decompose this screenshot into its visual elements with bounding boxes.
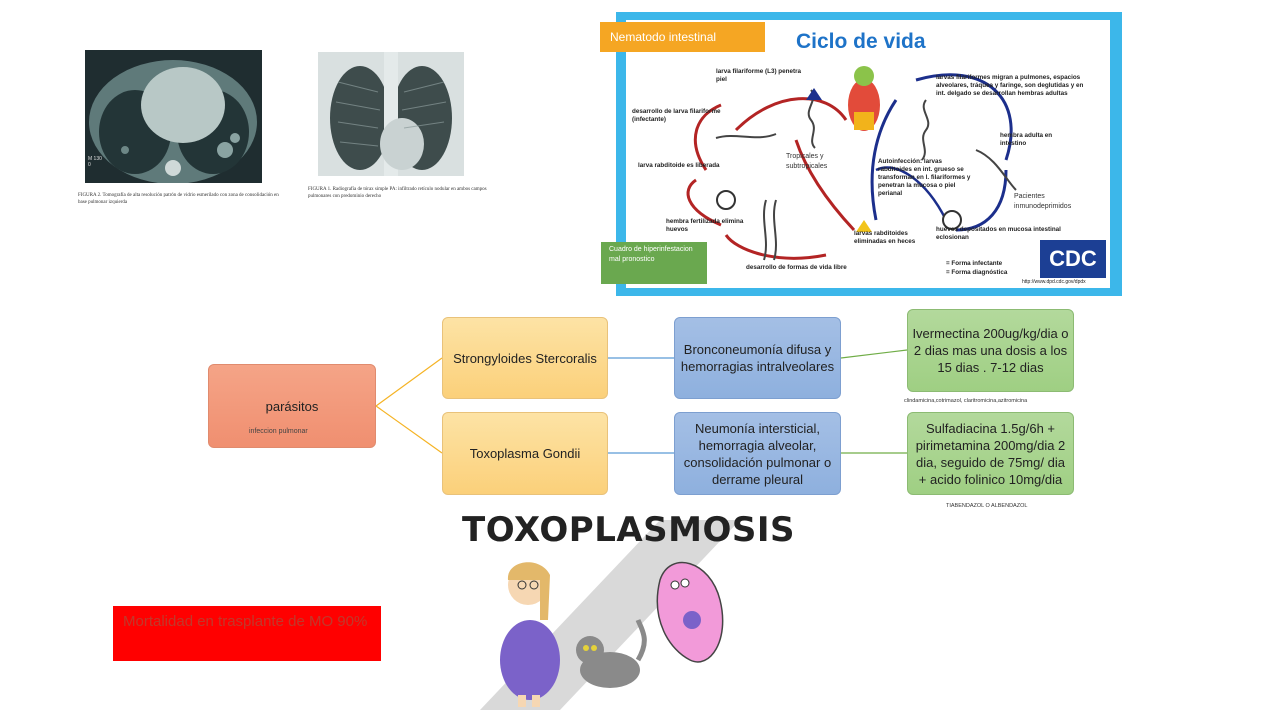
ct-scan-drawing xyxy=(85,50,262,184)
immunocompromised-note: Pacientes inmunodeprimidos xyxy=(1014,193,1072,210)
root-node-subtitle: infeccion pulmonar xyxy=(249,428,308,435)
mortality-box: Mortalidad en trasplante de MO 90% xyxy=(113,606,381,661)
toxoplasmosis-illustration xyxy=(480,520,740,710)
figure-2-caption: FIGURA 2. Tomografía de alta resolución … xyxy=(78,193,279,205)
xray-drawing xyxy=(318,52,464,176)
ct-scan-image: M 130 0 xyxy=(85,50,262,184)
legend-diagnostica: = Forma diagnóstica xyxy=(946,269,1008,276)
stage-4-label: larva rabditoide es liberada xyxy=(638,162,720,169)
ct-readout: M 130 0 xyxy=(88,156,102,168)
condition-toxoplasma: Neumonía intersticial, hemorragia alveol… xyxy=(674,412,841,495)
toxoplasma-alt-treatment: TIABENDAZOL O ALBENDAZOL xyxy=(946,503,1028,509)
cdc-logo-text: CDC xyxy=(1049,246,1097,271)
stage-8-label: hembra adulta en intestino xyxy=(1000,132,1053,147)
nematode-tag: Nematodo intestinal xyxy=(600,22,765,52)
life-cycle-arrows xyxy=(686,66,1017,261)
stage-1-label: larvas rabditoides eliminadas en heces xyxy=(854,230,916,245)
stage-6-label: larva filariforme (L3) penetra piel xyxy=(716,68,802,83)
root-node-label: parásitos xyxy=(265,398,319,414)
stage-5-label: desarrollo de larva filariforme (infecta… xyxy=(632,108,721,123)
stage-3-label: hembra fertilizada elimina huevos xyxy=(666,218,744,233)
stage-9-label: huevos depositados en mucosa intestinal … xyxy=(936,226,1061,241)
condition-strongyloides: Bronconeumonía difusa y hemorragias intr… xyxy=(674,317,841,399)
stage-7-label: larvas filariformes migran a pulmones, e… xyxy=(936,74,1084,97)
legend-infectante: = Forma infectante xyxy=(946,260,1003,267)
treatment-strongyloides: Ivermectina 200ug/kg/dia o 2 dias mas un… xyxy=(907,309,1074,392)
cdc-url[interactable]: http://www.dpd.cdc.gov/dpdx xyxy=(1022,279,1086,285)
branch-toxoplasma: Toxoplasma Gondii xyxy=(442,412,608,495)
treatment-toxoplasma: Sulfadiacina 1.5g/6h + pirimetamina 200m… xyxy=(907,412,1074,495)
life-cycle-title: Ciclo de vida xyxy=(796,30,926,53)
chest-xray-image xyxy=(318,52,464,176)
hyperinfection-tag: Cuadro de hiperinfestacion mal pronostic… xyxy=(601,242,707,284)
root-node-parasitos: parásitos xyxy=(208,364,376,448)
figure-1-caption: FIGURA 1. Radiografía de tórax simple PA… xyxy=(308,187,487,199)
stage-10-label: Autoinfección: larvas rabditoides en int… xyxy=(878,158,971,197)
cdc-logo: CDC xyxy=(1040,240,1106,278)
toxoplasmosis-title: TOXOPLASMOSIS xyxy=(462,510,796,550)
branch-strongyloides: Strongyloides Stercoralis xyxy=(442,317,608,399)
stage-2-label: desarrollo de formas de vida libre xyxy=(746,264,847,271)
strongyloides-alt-treatment: clindamicina,cotrimazol, claritromicina,… xyxy=(904,398,1028,404)
tropical-note: Tropicales y subtropicales xyxy=(786,153,828,170)
